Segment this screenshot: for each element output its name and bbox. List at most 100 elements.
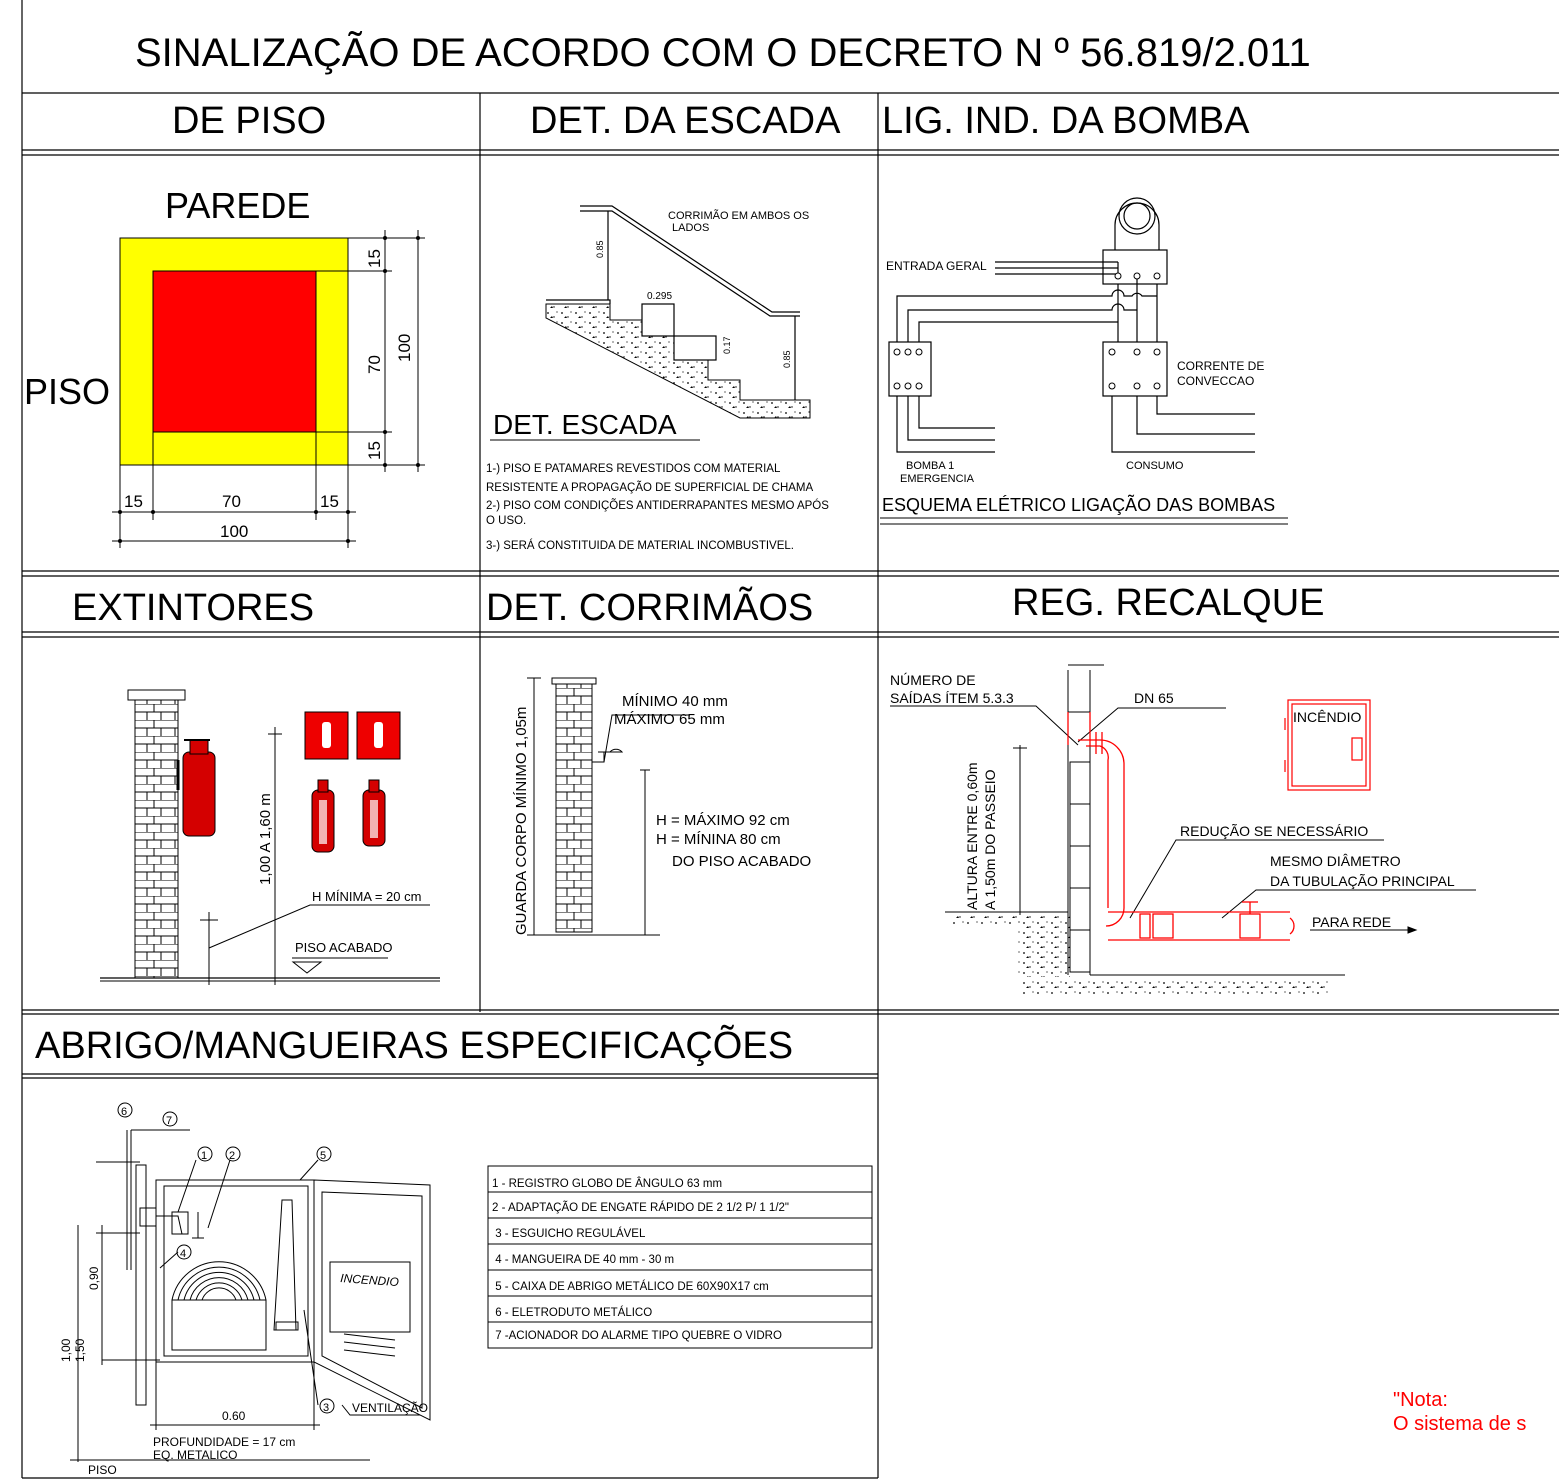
numero-label-2: SAÍDAS ÍTEM 5.3.3 [890,690,1014,706]
callout-1: 1 [201,1150,207,1162]
altura-label-1: ALTURA ENTRE 0,60m [964,762,980,910]
brick-column [555,683,593,933]
cabinet-incendio-label: INCENDIO [340,1271,400,1289]
bomba-label-1: BOMBA 1 [906,460,954,472]
header-de-piso: DE PISO [172,100,326,142]
spec-row: 5 - CAIXA DE ABRIGO METÁLICO DE 60X90X17… [492,1280,769,1293]
consumo-label: CONSUMO [1126,460,1184,472]
dim-085-right: 0.85 [782,350,792,368]
dim-090: 0,90 [87,1266,101,1290]
dn65-label: DN 65 [1134,690,1174,706]
dim-085-left: 0.85 [595,240,605,258]
esquema-label: ESQUEMA ELÉTRICO LIGAÇÃO DAS BOMBAS [882,494,1275,515]
minimo-label: MÍNIMO 40 mm [622,693,728,710]
incendio-box [1284,699,1371,791]
escada-note-5: 3-) SERÁ CONSTITUIDA DE MATERIAL INCOMBU… [486,539,794,552]
dim-0295: 0.295 [647,291,672,302]
callout-5: 5 [320,1150,326,1162]
spec-table: 1 - REGISTRO GLOBO DE ÂNGULO 63 mm 2 - A… [487,1165,873,1349]
spec-row: 4 - MANGUEIRA DE 40 mm - 30 m [492,1254,674,1266]
dim-v-100: 100 [395,334,414,362]
do-piso-label: DO PISO ACABADO [672,853,811,870]
extinguisher-signs [304,711,401,853]
header-det-corrimaos: DET. CORRIMÃOS [486,586,813,629]
incendio-box-label: INCÊNDIO [1293,709,1362,725]
para-rede-label: PARA REDE [1312,914,1391,930]
header-lig-bomba: LIG. IND. DA BOMBA [882,100,1250,142]
parede-label: PAREDE [165,185,310,226]
dim-h-15-left: 15 [124,492,143,511]
dim-060: 0.60 [222,1409,246,1423]
extintor-altura-label: 1,00 A 1,60 m [257,793,274,885]
callout-7: 7 [166,1115,172,1127]
extinguisher-diagram: 1,00 A 1,60 m H MÍNIMA = 20 cm PISO ACAB… [100,689,440,985]
piso-label: PISO [24,371,110,412]
corrente-label-2: CONVECCAO [1177,374,1254,388]
spec-row: 7 -ACIONADOR DO ALARME TIPO QUEBRE O VID… [492,1330,782,1342]
profundidade-label: PROFUNDIDADE = 17 cm [153,1435,295,1449]
altura-label-2: A 1,50m DO PASSEIO [982,769,998,910]
dim-h-15-right: 15 [320,492,339,511]
pump-wiring-diagram: ENTRADA GERAL CORRENTE DE CONVECCAO BOMB… [880,197,1288,525]
stair-diagram: CORRIMÃO EM AMBOS OS LADOS 0.85 0.295 0.… [486,205,829,552]
h-max-label: H = MÁXIMO 92 cm [656,812,790,829]
dim-v-15-top: 15 [365,249,384,268]
sheet-title: SINALIZAÇÃO DE ACORDO COM O DECRETO N º … [135,30,1311,75]
dim-100: 1,00 [59,1338,73,1362]
h-minima-label: H MÍNIMA = 20 cm [312,889,421,904]
dim-150: 1,50 [73,1338,87,1362]
reducao-label: REDUÇÃO SE NECESSÁRIO [1180,823,1368,839]
mesmo-label-2: DA TUBULAÇÃO PRINCIPAL [1270,873,1455,889]
nota-line-2: O sistema de s [1393,1413,1526,1435]
maximo-label: MÁXIMO 65 mm [614,711,725,728]
recalque-diagram: NÚMERO DE SAÍDAS ÍTEM 5.3.3 DN 65 ALTURA… [890,664,1476,996]
piso-acabado-label: PISO ACABADO [295,940,393,955]
spec-row: 2 - ADAPTAÇÃO DE ENGATE RÁPIDO DE 2 1/2 … [492,1201,789,1214]
escada-note-4: O USO. [486,515,526,527]
guarda-corpo-label: GUARDA CORPO MÍNIMO 1,05m [513,707,530,935]
escada-note-3: 2-) PISO COM CONDIÇÕES ANTIDERRAPANTES M… [486,499,829,512]
dim-v-15-bottom: 15 [365,441,384,460]
numero-label-1: NÚMERO DE [890,672,976,688]
ventilacao-label: VENTILAÇÃO [352,1401,428,1415]
red-pipe [1067,712,1295,941]
entrada-geral-label: ENTRADA GERAL [886,259,987,273]
header-abrigo: ABRIGO/MANGUEIRAS ESPECIFICAÇÕES [35,1023,793,1067]
header-reg-recalque: REG. RECALQUE [1012,582,1325,624]
handrail [580,205,800,313]
brick-wall [134,699,179,979]
corrente-label-1: CORRENTE DE [1177,359,1264,373]
escada-note-1: 1-) PISO E PATAMARES REVESTIDOS COM MATE… [486,463,781,475]
mesmo-label-1: MESMO DIÂMETRO [1270,853,1401,869]
nota-line-1: "Nota: [1393,1389,1448,1411]
escada-note-2: RESISTENTE A PROPAGAÇÃO DE SUPERFICIAL D… [486,481,814,494]
callout-2: 2 [229,1150,235,1162]
spec-row: 3 - ESGUICHO REGULÁVEL [492,1227,646,1240]
callout-4: 4 [180,1248,186,1260]
header-det-escada: DET. DA ESCADA [530,100,841,142]
callout-3: 3 [323,1402,329,1414]
bomba-label-2: EMERGENCIA [900,473,975,485]
piso-sign-diagram: PAREDE PISO 15 70 15 100 15 70 [24,185,425,548]
eq-metalico-label: EQ. METALICO [153,1448,237,1462]
handrail-detail-diagram: GUARDA CORPO MÍNIMO 1,05m MÍNIMO 40 mm M… [513,677,811,936]
spec-row: 6 - ELETRODUTO METÁLICO [492,1306,652,1319]
det-escada-label: DET. ESCADA [493,409,677,440]
dim-h-70: 70 [222,492,241,511]
corrimao-note-1: CORRIMÃO EM AMBOS OS [668,209,809,222]
h-min-label: H = MÍNINA 80 cm [656,831,781,848]
dim-v-70: 70 [365,355,384,374]
dim-h-100: 100 [220,522,248,541]
callout-6: 6 [121,1106,127,1118]
grid-lines [21,0,1559,1479]
wall-extinguisher [176,739,216,837]
hose-cabinet-diagram: 6 7 1 2 5 4 3 INCENDIO 0,90 1,00 1,50 0.… [59,1102,431,1477]
header-extintores: EXTINTORES [72,587,314,629]
dim-017: 0.17 [722,336,732,354]
corrimao-note-2: LADOS [672,222,709,234]
stair-concrete [545,303,811,419]
spec-row: 1 - REGISTRO GLOBO DE ÂNGULO 63 mm [492,1177,722,1190]
abrigo-piso-label: PISO [88,1463,117,1477]
sign-inner-red [152,270,317,433]
